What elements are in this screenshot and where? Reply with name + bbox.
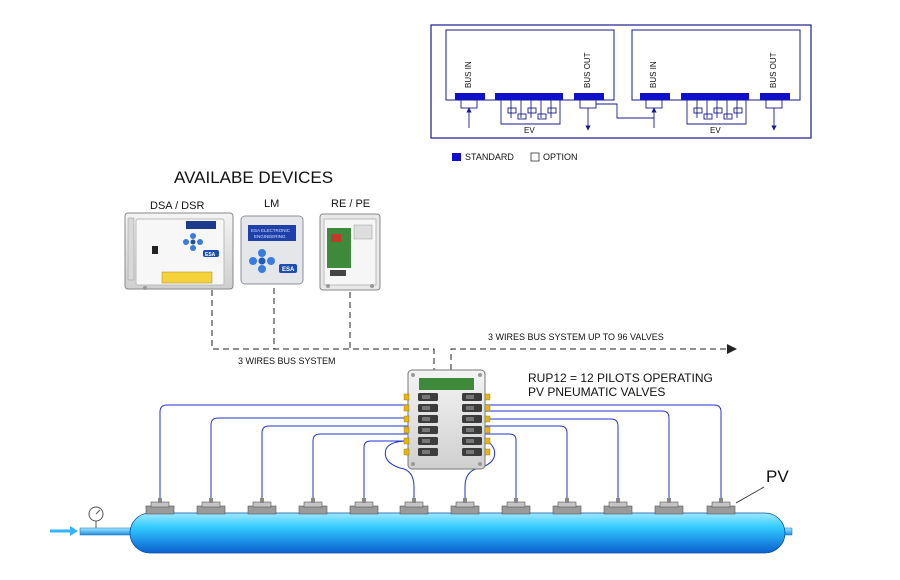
hose-10 <box>485 418 619 502</box>
manifold <box>50 498 793 554</box>
pv-valve-9 <box>552 498 582 515</box>
pv-valve-8 <box>501 498 531 515</box>
bus-out-label-1: BUS OUT <box>583 52 592 88</box>
pv-valve-1 <box>145 498 175 515</box>
pilot-valve <box>462 426 491 434</box>
hose-6 <box>384 440 415 502</box>
lm-screen-line1: ESA ELECTRONIC <box>251 228 291 233</box>
ev-label-1: EV <box>524 126 535 135</box>
ev-block-2 <box>681 93 749 100</box>
legend-option-label: OPTION <box>543 152 578 162</box>
dsa-keypad <box>183 233 203 251</box>
pv-valve-6 <box>399 498 429 515</box>
bus-out-block-2 <box>760 93 790 100</box>
lm-keypad <box>249 249 275 273</box>
pilot-valve <box>403 404 438 412</box>
dsa-display <box>186 221 216 229</box>
pilot-valve <box>403 426 438 434</box>
pv-valve-11 <box>654 498 684 515</box>
legend-standard-swatch <box>452 153 461 161</box>
pilot-valve <box>462 404 491 412</box>
ev-label-2: EV <box>710 126 721 135</box>
ev-block-1 <box>495 93 563 100</box>
dsa-brand: ESA <box>205 252 216 258</box>
re-label: RE / PE <box>331 198 370 210</box>
bus-left-label: 3 WIRES BUS SYSTEM <box>238 356 336 366</box>
pv-valve-3 <box>247 498 277 515</box>
pilot-valve <box>403 393 438 401</box>
inlet-pipe <box>79 527 133 536</box>
legend-standard-label: STANDARD <box>465 152 514 162</box>
bus-out-label-2: BUS OUT <box>769 52 778 88</box>
rup12-valve-bank <box>403 393 491 456</box>
pilot-valve <box>403 415 438 423</box>
pv-valve-7 <box>450 498 480 515</box>
dsa-label: DSA / DSR <box>150 200 204 212</box>
bus-right-label: 3 WIRES BUS SYSTEM UP TO 96 VALVES <box>488 332 664 342</box>
pilot-valve <box>462 415 491 423</box>
hose-2 <box>210 417 408 502</box>
pv-valve-2 <box>196 498 226 515</box>
hose-5 <box>363 440 408 502</box>
pv-valve-row <box>145 498 736 515</box>
lm-display <box>248 225 296 241</box>
module-2-outline <box>631 29 801 101</box>
schematic-connectors <box>460 99 783 131</box>
bus-in-label-1: BUS IN <box>464 61 473 88</box>
dsa-switch <box>152 246 158 254</box>
hose-3 <box>261 425 408 502</box>
hose-12 <box>485 404 722 502</box>
hose-9 <box>485 425 568 502</box>
bus-in-label-2: BUS IN <box>649 61 658 88</box>
pv-label: PV <box>766 467 789 486</box>
legend-option-swatch <box>530 152 540 162</box>
bus-in-block-1 <box>455 93 485 100</box>
re-pe-device <box>319 213 381 291</box>
hose-4 <box>312 433 408 502</box>
dsa-warning-label <box>161 271 213 284</box>
manifold-tube <box>129 512 786 554</box>
rup12-box <box>403 369 491 470</box>
rup12-line2: PV PNEUMATIC VALVES <box>528 385 665 399</box>
pv-valve-10 <box>603 498 633 515</box>
inlet-arrow-head <box>70 526 78 536</box>
devices-heading: AVAILABE DEVICES <box>174 168 333 187</box>
pilot-valve <box>403 437 438 445</box>
schematic-legend: STANDARD OPTION <box>452 152 578 162</box>
pv-valve-5 <box>349 498 379 515</box>
pv-leader-line <box>735 486 765 504</box>
module-1-outline <box>445 29 615 101</box>
rup12-line1: RUP12 = 12 PILOTS OPERATING <box>528 371 713 385</box>
bus-line-dsa <box>211 290 435 370</box>
pilot-valve <box>462 437 491 445</box>
hose-1 <box>159 404 408 502</box>
lm-brand: ESA <box>282 267 295 273</box>
bus-line-out <box>450 344 737 370</box>
air-hoses <box>159 404 722 502</box>
pv-valve-12 <box>706 498 736 515</box>
dsa-device: ESA <box>124 212 234 290</box>
top-schematic: BUS IN BUS OUT BUS IN BUS OUT EV EV <box>430 24 812 139</box>
bus-out-block-1 <box>574 93 604 100</box>
hose-8 <box>485 433 517 502</box>
pilot-valve <box>403 448 438 456</box>
pv-valve-4 <box>298 498 328 515</box>
lm-screen-line2: ENGINEERING <box>254 234 286 239</box>
pilot-valve <box>462 393 491 401</box>
pilot-valve <box>462 448 491 456</box>
rup12-board <box>419 378 474 390</box>
lm-label: LM <box>264 198 279 210</box>
bus-in-block-2 <box>640 93 670 100</box>
bus-lines <box>211 288 737 370</box>
hose-11 <box>485 410 670 502</box>
lm-device: ESA ELECTRONIC ENGINEERING ESA <box>240 215 304 285</box>
